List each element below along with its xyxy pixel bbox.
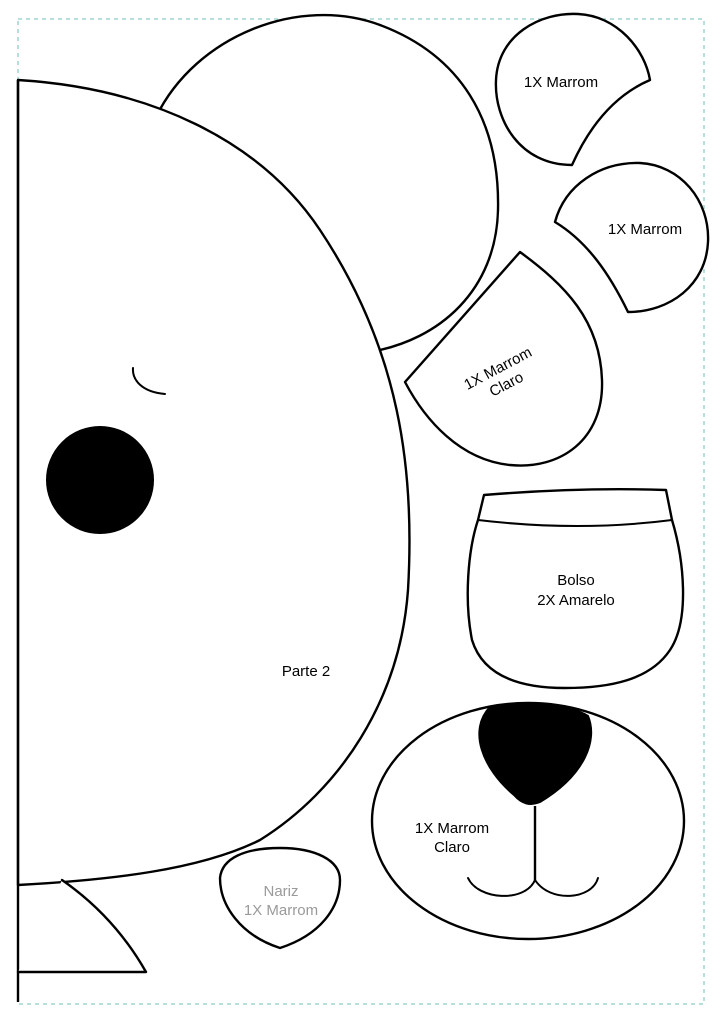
small-ear-shape-1 [494,12,652,167]
inner-ear-shape [403,250,604,467]
head-half-shape [16,78,411,887]
snout-label-line2: Claro [434,839,470,856]
ear-label-2: 1X Marrom [608,221,682,238]
small-ear-shape-2 [553,161,710,314]
snout-mouth-left [467,877,536,897]
pocket-fold-line [477,519,673,527]
snout-nose [478,703,593,805]
snout-shape [370,701,686,941]
closed-eye-line [131,367,166,395]
snout-label-line1: 1X Marrom [415,820,489,837]
nose-piece-shape [218,846,342,950]
snout-mouth-right [534,877,599,897]
body-part-label: Parte 2 [282,663,330,680]
eye-dot [46,426,154,534]
ear-label-1: 1X Marrom [524,74,598,91]
nose-label-line2: 1X Marrom [244,902,318,919]
pocket-shape [466,488,685,690]
arm-piece-shape [16,878,148,974]
pocket-label-line2: 2X Amarelo [537,592,615,609]
nose-label-line1: Nariz [263,883,298,900]
pocket-label-line1: Bolso [557,572,595,589]
large-ear-shape [154,13,500,354]
